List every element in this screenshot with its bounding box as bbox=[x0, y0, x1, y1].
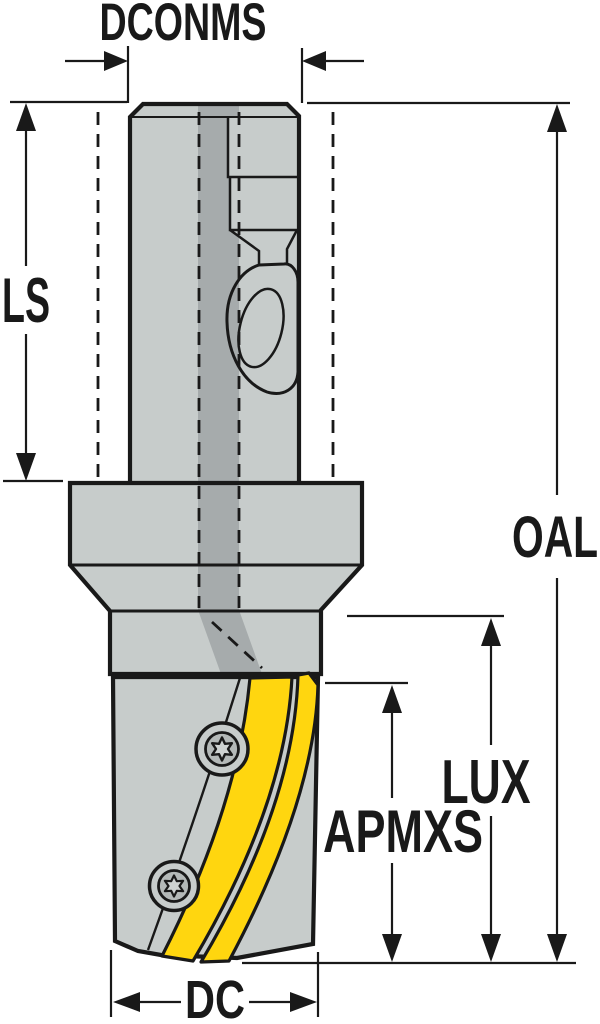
dimension-dc: DC bbox=[109, 950, 320, 1024]
flange-stripe bbox=[198, 483, 239, 610]
dimension-dconms: DCONMS bbox=[65, 0, 364, 103]
dimension-ls: LS bbox=[2, 103, 100, 483]
label-lux: LUX bbox=[442, 748, 531, 817]
torx-star-icon bbox=[210, 736, 234, 762]
dimension-oal: OAL bbox=[331, 104, 598, 962]
label-apmxs: APMXS bbox=[323, 798, 483, 865]
insert-screw-upper bbox=[194, 721, 250, 777]
tool-shank bbox=[127, 101, 302, 483]
torx-star-icon bbox=[163, 874, 185, 898]
dimension-apmxs: APMXS bbox=[323, 681, 483, 962]
arrow-up-icon bbox=[16, 103, 36, 131]
cutter-head bbox=[110, 671, 321, 964]
centerline-bend bbox=[211, 620, 263, 670]
arrow-down-icon bbox=[382, 934, 402, 962]
centerlines bbox=[197, 112, 263, 670]
arrow-up-icon bbox=[382, 685, 402, 713]
shank-outline bbox=[127, 101, 302, 483]
reference-lines bbox=[10, 100, 576, 965]
dimension-lux: LUX bbox=[347, 614, 531, 962]
arrow-down-icon bbox=[547, 934, 567, 962]
arrow-down-icon bbox=[16, 453, 36, 481]
arrow-left-icon bbox=[113, 992, 140, 1012]
stripe-bend bbox=[198, 610, 262, 674]
tool-flange bbox=[67, 480, 365, 677]
clamp-boss-recess bbox=[237, 287, 285, 369]
clamp-flat-lines bbox=[226, 117, 299, 265]
clamp-flat-face bbox=[228, 117, 297, 264]
arrow-left-icon bbox=[302, 51, 326, 71]
arrow-up-icon bbox=[481, 618, 501, 646]
arrow-down-icon bbox=[481, 934, 501, 962]
arrow-right-icon bbox=[290, 992, 317, 1012]
pocket-seam-line bbox=[146, 677, 242, 951]
label-dconms: DCONMS bbox=[100, 0, 267, 52]
flange-outline bbox=[67, 480, 365, 677]
cutter-outline bbox=[110, 674, 321, 961]
label-ls: LS bbox=[2, 266, 50, 336]
insert-screw-lower bbox=[147, 859, 201, 913]
label-dc: DC bbox=[185, 970, 245, 1024]
arrow-right-icon bbox=[104, 51, 128, 71]
label-oal: OAL bbox=[512, 505, 598, 570]
insert-side-band bbox=[199, 671, 320, 964]
arrow-up-icon bbox=[547, 104, 567, 132]
clamp-boss bbox=[225, 262, 300, 395]
